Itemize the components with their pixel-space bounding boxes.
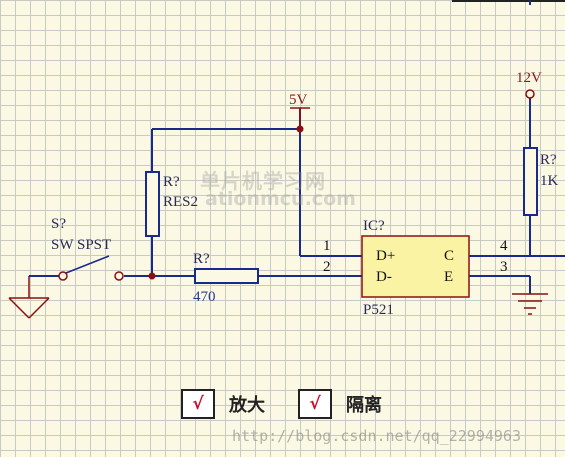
ic-body xyxy=(361,235,470,298)
supply-5v-label: 5V xyxy=(289,92,308,108)
ground-symbol-right xyxy=(512,293,548,315)
watermark-site-cn: 单片机学习网 xyxy=(200,169,326,193)
ic-pin-emitter-num: 3 xyxy=(500,259,508,275)
resistor-res2-body xyxy=(145,171,160,237)
junction-dot-node xyxy=(148,272,156,280)
watermark-site-url: ationmcu.com xyxy=(205,188,356,210)
watermark-csdn: http://blog.csdn.net/qq_22994963 xyxy=(232,427,521,445)
resistor-1k-value-label: 1K xyxy=(540,173,559,189)
option-isolate[interactable]: √ 隔离 xyxy=(298,389,382,419)
ic-pin-cathode-num: 2 xyxy=(323,259,331,275)
switch-ref-label: S? xyxy=(51,216,66,232)
resistor-1k-body xyxy=(523,147,538,216)
ic-pin-cathode-name: D- xyxy=(376,269,392,285)
ic-pin-collector-num: 4 xyxy=(500,238,508,254)
ground-symbol-left xyxy=(8,276,50,319)
switch-name-label: SW SPST xyxy=(51,237,111,253)
ic-part-label: P521 xyxy=(363,302,394,318)
resistor-470-ref-label: R? xyxy=(193,251,210,267)
resistor-res2-value-label: RES2 xyxy=(163,194,198,210)
ic-pin-anode-num: 1 xyxy=(323,238,331,254)
resistor-res2-ref-label: R? xyxy=(163,174,180,190)
option-amplify-checkbox[interactable]: √ xyxy=(181,389,215,419)
ic-pin-collector-name: C xyxy=(444,248,454,264)
option-amplify[interactable]: √ 放大 xyxy=(181,389,265,419)
option-amplify-label: 放大 xyxy=(229,395,265,416)
ic-pin-anode-name: D+ xyxy=(376,248,395,264)
ic-ref-label: IC? xyxy=(363,218,385,234)
resistor-470-value-label: 470 xyxy=(193,289,216,305)
resistor-1k-ref-label: R? xyxy=(540,152,557,168)
supply-5v-symbol xyxy=(290,107,310,129)
switch-symbol xyxy=(57,255,124,281)
resistor-470-body xyxy=(194,268,259,284)
option-isolate-checkbox[interactable]: √ xyxy=(298,389,332,419)
wires xyxy=(29,98,565,294)
supply-12v-symbol xyxy=(525,89,535,99)
ic-pin-emitter-name: E xyxy=(444,269,453,285)
supply-12v-label: 12V xyxy=(516,70,542,86)
option-isolate-label: 隔离 xyxy=(346,395,382,416)
